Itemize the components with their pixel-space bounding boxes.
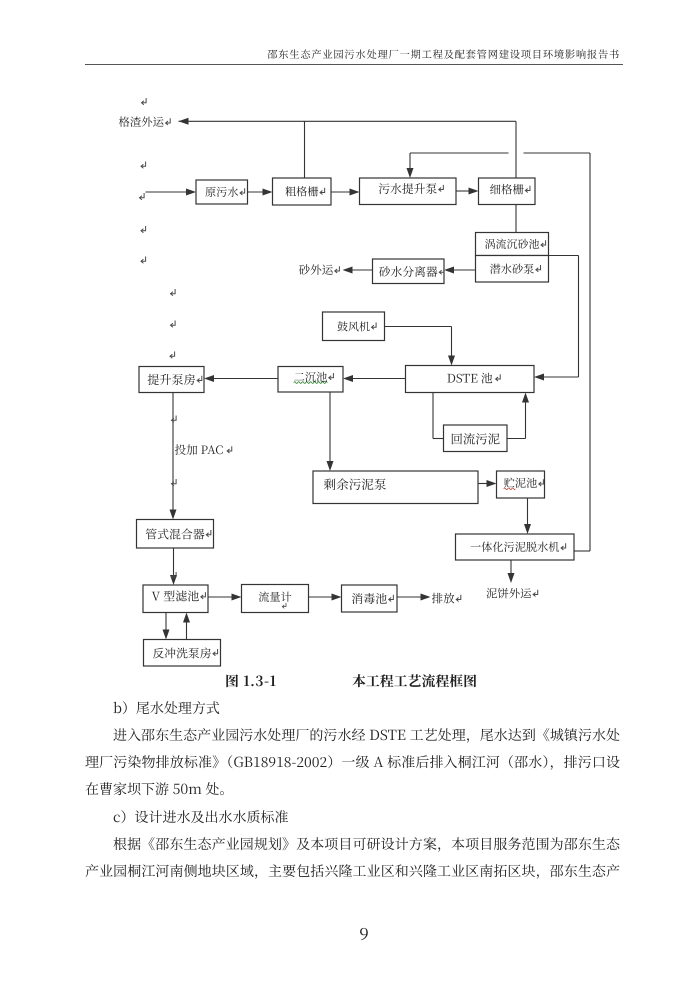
svg-text:涡流沉砂池: 涡流沉砂池 xyxy=(485,236,540,252)
svg-text:原污水: 原污水 xyxy=(205,184,239,200)
svg-text:流量计: 流量计 xyxy=(258,589,292,605)
svg-text:泥饼外运: 泥饼外运 xyxy=(486,586,532,602)
svg-text:提升泵房: 提升泵房 xyxy=(147,371,195,388)
svg-text:砂水分离器: 砂水分离器 xyxy=(379,263,438,280)
svg-text:投加 PAC: 投加 PAC xyxy=(175,442,224,458)
svg-text:粗格栅: 粗格栅 xyxy=(285,184,319,200)
svg-text:格渣外运: 格渣外运 xyxy=(119,114,165,130)
svg-text:DSTE 池: DSTE 池 xyxy=(447,370,493,387)
svg-text:贮泥池: 贮泥池 xyxy=(504,475,538,491)
svg-text:反冲洗泵房: 反冲洗泵房 xyxy=(153,644,212,661)
svg-text:回流污泥: 回流污泥 xyxy=(450,429,500,447)
svg-text:鼓风机: 鼓风机 xyxy=(337,318,370,334)
svg-text:管式混合器: 管式混合器 xyxy=(145,525,205,542)
svg-text:细格栅: 细格栅 xyxy=(490,181,525,197)
svg-text:一体化污泥脱水机: 一体化污泥脱水机 xyxy=(470,539,560,555)
svg-text:潜水砂泵: 潜水砂泵 xyxy=(490,261,535,277)
svg-text:剩余污泥泵: 剩余污泥泵 xyxy=(324,474,387,493)
svg-text:消毒池: 消毒池 xyxy=(351,590,387,607)
svg-text:排放: 排放 xyxy=(432,591,456,607)
svg-text:V 型滤池: V 型滤池 xyxy=(152,587,200,604)
svg-text:污水提升泵: 污水提升泵 xyxy=(378,180,437,197)
svg-text:二沉池: 二沉池 xyxy=(294,369,328,385)
svg-text:砂外运: 砂外运 xyxy=(299,262,334,278)
